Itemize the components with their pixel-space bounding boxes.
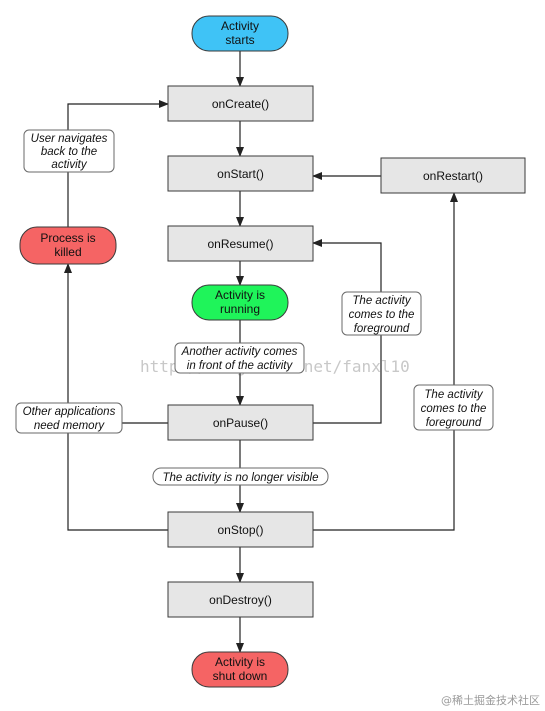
onstart-label: onStart() bbox=[217, 167, 264, 181]
onresume-label: onResume() bbox=[207, 237, 273, 251]
label-other-apps: Other applications need memory bbox=[15, 402, 123, 434]
user-navigates-line-3: activity bbox=[51, 159, 87, 171]
user-navigates-line-2: back to the bbox=[41, 146, 97, 158]
label-another-activity: Another activity comes in front of the a… bbox=[174, 342, 305, 374]
label-foreground-2: The activity comes to the foreground bbox=[413, 384, 494, 431]
arrow-onstop-to-onrestart bbox=[313, 192, 458, 531]
oncreate-box: onCreate() bbox=[167, 85, 314, 122]
oncreate-label: onCreate() bbox=[212, 97, 269, 111]
start-pill: Activity starts bbox=[191, 15, 289, 52]
running-pill-line-2: running bbox=[220, 302, 260, 316]
foreground-2-line-2: comes to the bbox=[421, 403, 487, 415]
corner-watermark: @稀土掘金技术社区 bbox=[441, 693, 540, 707]
start-pill-line-1: Activity bbox=[221, 19, 259, 33]
arrow-onstop-to-killed bbox=[64, 263, 168, 531]
shutdown-pill: Activity is shut down bbox=[191, 651, 289, 688]
onrestart-box: onRestart() bbox=[380, 157, 526, 194]
ondestroy-label: onDestroy() bbox=[209, 593, 272, 607]
label-no-longer-visible: The activity is no longer visible bbox=[152, 467, 329, 486]
running-pill-line-1: Activity is bbox=[215, 288, 265, 302]
label-user-navigates: User navigates back to the activity bbox=[23, 129, 115, 173]
onstart-box: onStart() bbox=[167, 155, 314, 192]
foreground-2-line-3: foreground bbox=[426, 417, 482, 429]
process-killed-line-1: Process is bbox=[40, 231, 95, 245]
other-apps-line-1: Other applications bbox=[23, 406, 116, 418]
onpause-label: onPause() bbox=[213, 416, 268, 430]
process-killed-pill: Process is killed bbox=[19, 226, 117, 265]
start-pill-line-2: starts bbox=[225, 33, 254, 47]
shutdown-pill-line-1: Activity is bbox=[215, 655, 265, 669]
foreground-1-line-2: comes to the bbox=[349, 309, 415, 321]
onstop-box: onStop() bbox=[167, 511, 314, 548]
running-pill: Activity is running bbox=[191, 284, 289, 321]
ondestroy-box: onDestroy() bbox=[167, 581, 314, 618]
arrow-killed-to-oncreate bbox=[67, 100, 169, 227]
foreground-2-line-1: The activity bbox=[424, 389, 483, 401]
user-navigates-line-1: User navigates bbox=[31, 133, 108, 145]
onresume-box: onResume() bbox=[167, 225, 314, 262]
no-longer-visible-text: The activity is no longer visible bbox=[163, 472, 319, 484]
onrestart-label: onRestart() bbox=[423, 169, 483, 183]
another-activity-line-1: Another activity comes bbox=[181, 346, 298, 358]
process-killed-line-2: killed bbox=[54, 245, 81, 259]
another-activity-line-2: in front of the activity bbox=[187, 360, 294, 372]
onpause-box: onPause() bbox=[167, 404, 314, 441]
other-apps-line-2: need memory bbox=[34, 420, 106, 432]
foreground-1-line-1: The activity bbox=[352, 295, 411, 307]
shutdown-pill-line-2: shut down bbox=[213, 669, 268, 683]
foreground-1-line-3: foreground bbox=[354, 323, 410, 335]
onstop-label: onStop() bbox=[217, 523, 263, 537]
label-foreground-1: The activity comes to the foreground bbox=[341, 291, 422, 336]
